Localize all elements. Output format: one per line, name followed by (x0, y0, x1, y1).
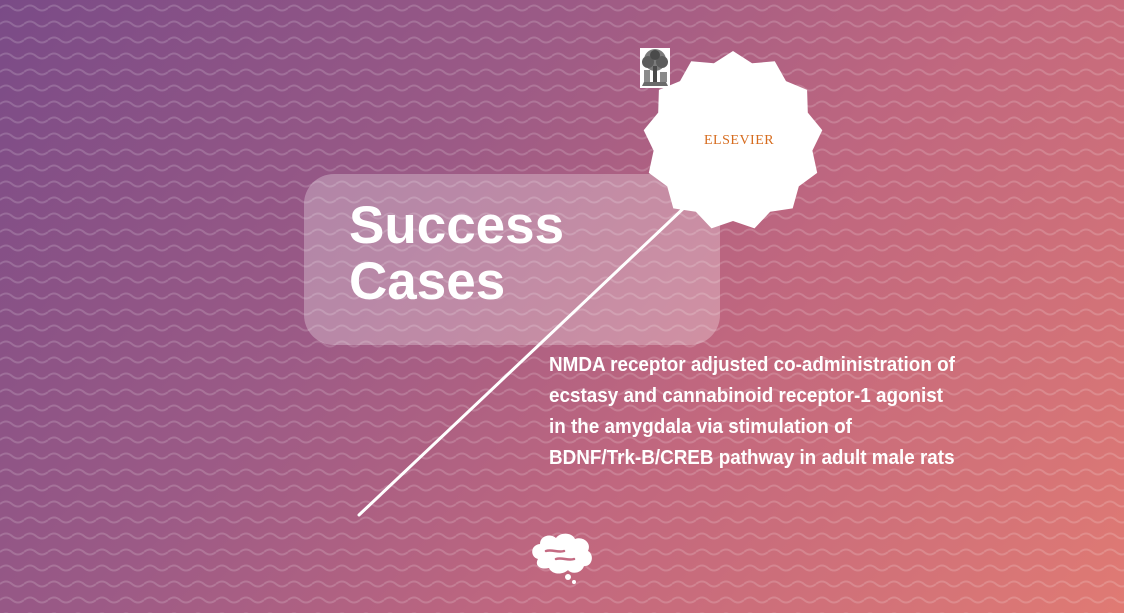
title-line-2: Cases (349, 252, 506, 311)
article-line-2: ecstasy and cannabinoid receptor-1 agoni… (549, 384, 944, 407)
article-line-1: NMDA receptor adjusted co-administration… (549, 353, 955, 376)
title-card (304, 174, 720, 345)
brain-logo-icon (532, 533, 592, 584)
title-line-1: Success (349, 196, 565, 255)
page-title: Success Cases (349, 198, 564, 310)
article-title: NMDA receptor adjusted co-administration… (549, 349, 1064, 473)
elsevier-tree-icon (640, 48, 670, 88)
article-line-3: in the amygdala via stimulation of (549, 415, 852, 438)
publisher-badge: ELSEVIER (640, 48, 826, 234)
publisher-name: ELSEVIER (704, 133, 775, 148)
badge-scalloped-shape (643, 51, 823, 229)
article-line-4: BDNF/Trk-B/CREB pathway in adult male ra… (549, 446, 955, 469)
